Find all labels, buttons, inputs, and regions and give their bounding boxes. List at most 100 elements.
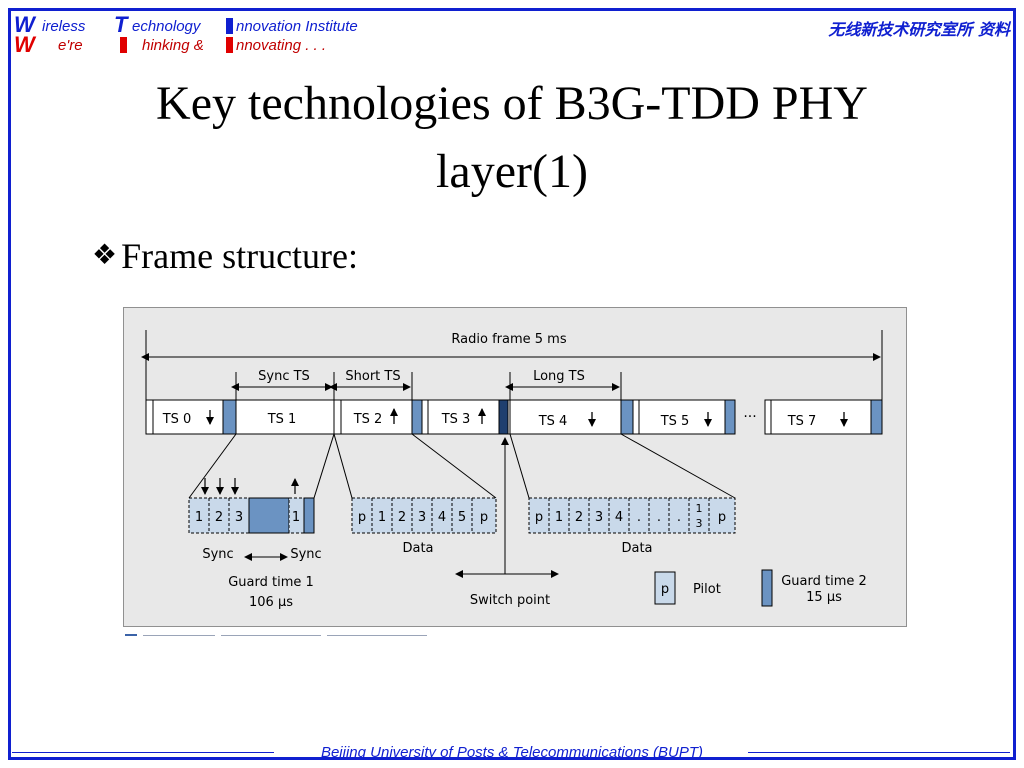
data1-cell-5: 4 <box>438 510 446 525</box>
guard-after-ts2 <box>411 399 423 435</box>
radio-frame-label: Radio frame 5 ms <box>451 332 566 347</box>
ts2-label: TS 2 <box>353 412 383 427</box>
diamond-bullet-icon: ❖ <box>92 240 118 271</box>
slide-border-top <box>8 8 1016 11</box>
guard-time-1-label: Guard time 1 <box>228 575 314 590</box>
data2-cell-9: 1 <box>696 502 703 515</box>
ts4-label: TS 4 <box>538 414 568 429</box>
data2-cell-4: 3 <box>595 510 603 525</box>
expand-line-sync-left <box>188 433 237 499</box>
sync-label-left: Sync <box>202 547 233 562</box>
ts0-lead <box>145 399 154 435</box>
bullet-text: Frame structure: <box>121 236 359 276</box>
ts0-label: TS 0 <box>162 412 192 427</box>
logo-letter-w-red: W <box>14 32 35 57</box>
data1-cell-1: p <box>358 510 366 525</box>
sync-block-left <box>188 497 250 534</box>
data1-cell-7: p <box>480 510 488 525</box>
short-ts-label: Short TS <box>345 369 400 384</box>
expand-line-data1-right <box>411 433 497 499</box>
data1-cell-4: 3 <box>418 510 426 525</box>
sync-cell-2: 2 <box>215 510 223 525</box>
logo-word-innovation: nnovation Institute <box>236 18 358 35</box>
data2-cell-2: 1 <box>555 510 563 525</box>
data1-cell-6: 5 <box>458 510 466 525</box>
logo-letter-w: W <box>14 12 35 37</box>
sync-cell-3: 3 <box>235 510 243 525</box>
data2-cell-3: 2 <box>575 510 583 525</box>
org-name-chinese: 无线新技术研究室所 资料 <box>828 20 1010 39</box>
ts5-label: TS 5 <box>660 414 690 429</box>
logo-letter-i-bar <box>226 18 233 34</box>
sync-ts-label: Sync TS <box>258 369 310 384</box>
pilot-legend-swatch <box>654 571 676 605</box>
frame-structure-svg: Radio frame 5 ms Sync TS Short TS Long T… <box>141 330 883 610</box>
long-ts-label: Long TS <box>533 369 585 384</box>
switch-guard <box>498 399 509 435</box>
guard-after-ts4 <box>620 399 634 435</box>
ts2-block <box>340 399 413 435</box>
ts4-block <box>509 399 622 435</box>
data2-cell-7: . <box>657 510 661 525</box>
ts7-label: TS 7 <box>787 414 817 429</box>
footer-rule-right <box>748 752 1010 753</box>
expand-line-data2-left <box>509 433 530 499</box>
logo-letter-i-bar-red <box>226 37 233 53</box>
expand-line-data2-right <box>620 433 736 499</box>
ts5-block <box>638 399 726 435</box>
data2-cell-1: p <box>535 510 543 525</box>
ts3-lead <box>421 399 429 435</box>
ts5-lead <box>632 399 640 435</box>
guard-time-2-value: 15 µs <box>806 590 842 605</box>
sync-right-guard <box>303 497 315 534</box>
ts7-block <box>770 399 872 435</box>
sync-label-right: Sync <box>290 547 321 562</box>
footer-rule-left <box>12 752 274 753</box>
guard-time-1-value: 106 µs <box>249 595 293 610</box>
guard-time-2-label: Guard time 2 <box>781 574 867 589</box>
pilot-legend-label: Pilot <box>693 582 721 597</box>
data2-cell-10: 3 <box>696 517 703 530</box>
guard-time-2-swatch <box>761 569 773 607</box>
data2-cell-5: 4 <box>615 510 623 525</box>
ts7-lead <box>764 399 772 435</box>
ts1-label: TS 1 <box>267 412 297 427</box>
ts2-lead <box>333 399 342 435</box>
institute-logo: W ireless T echnology nnovation Institut… <box>14 14 414 58</box>
guard-after-ts0 <box>222 399 237 435</box>
data1-cell-3: 2 <box>398 510 406 525</box>
data1-cell-2: 1 <box>378 510 386 525</box>
logo-word-wireless: ireless <box>42 18 86 35</box>
footer-university: Beijing University of Posts & Telecommun… <box>320 744 704 761</box>
slide-title: Key technologies of B3G-TDD PHY layer(1) <box>40 70 984 206</box>
expand-line-sync-right <box>313 433 335 499</box>
ts3-block <box>427 399 500 435</box>
guard-time-1-block <box>248 497 290 534</box>
ts-ellipsis: ··· <box>743 409 756 425</box>
data2-cell-8: . <box>677 510 681 525</box>
slide-title-line2: layer(1) <box>436 145 588 198</box>
data-label-1: Data <box>402 541 433 556</box>
ts1-block <box>235 399 335 435</box>
pilot-legend-symbol: p <box>661 582 669 597</box>
logo-word-thinking: hinking & <box>142 37 204 54</box>
expand-line-data1-left <box>333 433 353 499</box>
figure-caption-clipped <box>125 628 485 636</box>
slide-border-left <box>8 8 11 760</box>
logo-word-were: e're <box>58 37 83 54</box>
bullet-frame-structure: ❖Frame structure: <box>92 234 358 278</box>
data2-cell-6: . <box>637 510 641 525</box>
ts3-label: TS 3 <box>441 412 471 427</box>
data-label-2: Data <box>621 541 652 556</box>
guard-after-ts5 <box>724 399 736 435</box>
logo-word-technology: echnology <box>132 18 201 35</box>
frame-structure-diagram: Radio frame 5 ms Sync TS Short TS Long T… <box>123 307 907 627</box>
data2-cell-11: p <box>718 510 726 525</box>
data-block-2 <box>528 497 736 534</box>
switch-point-label: Switch point <box>470 593 550 608</box>
guard-after-ts7 <box>870 399 883 435</box>
slide-border-right <box>1013 8 1016 760</box>
logo-letter-t-bar-red <box>120 37 127 53</box>
slide-border-bottom <box>8 757 1016 760</box>
sync-cell-1: 1 <box>195 510 203 525</box>
